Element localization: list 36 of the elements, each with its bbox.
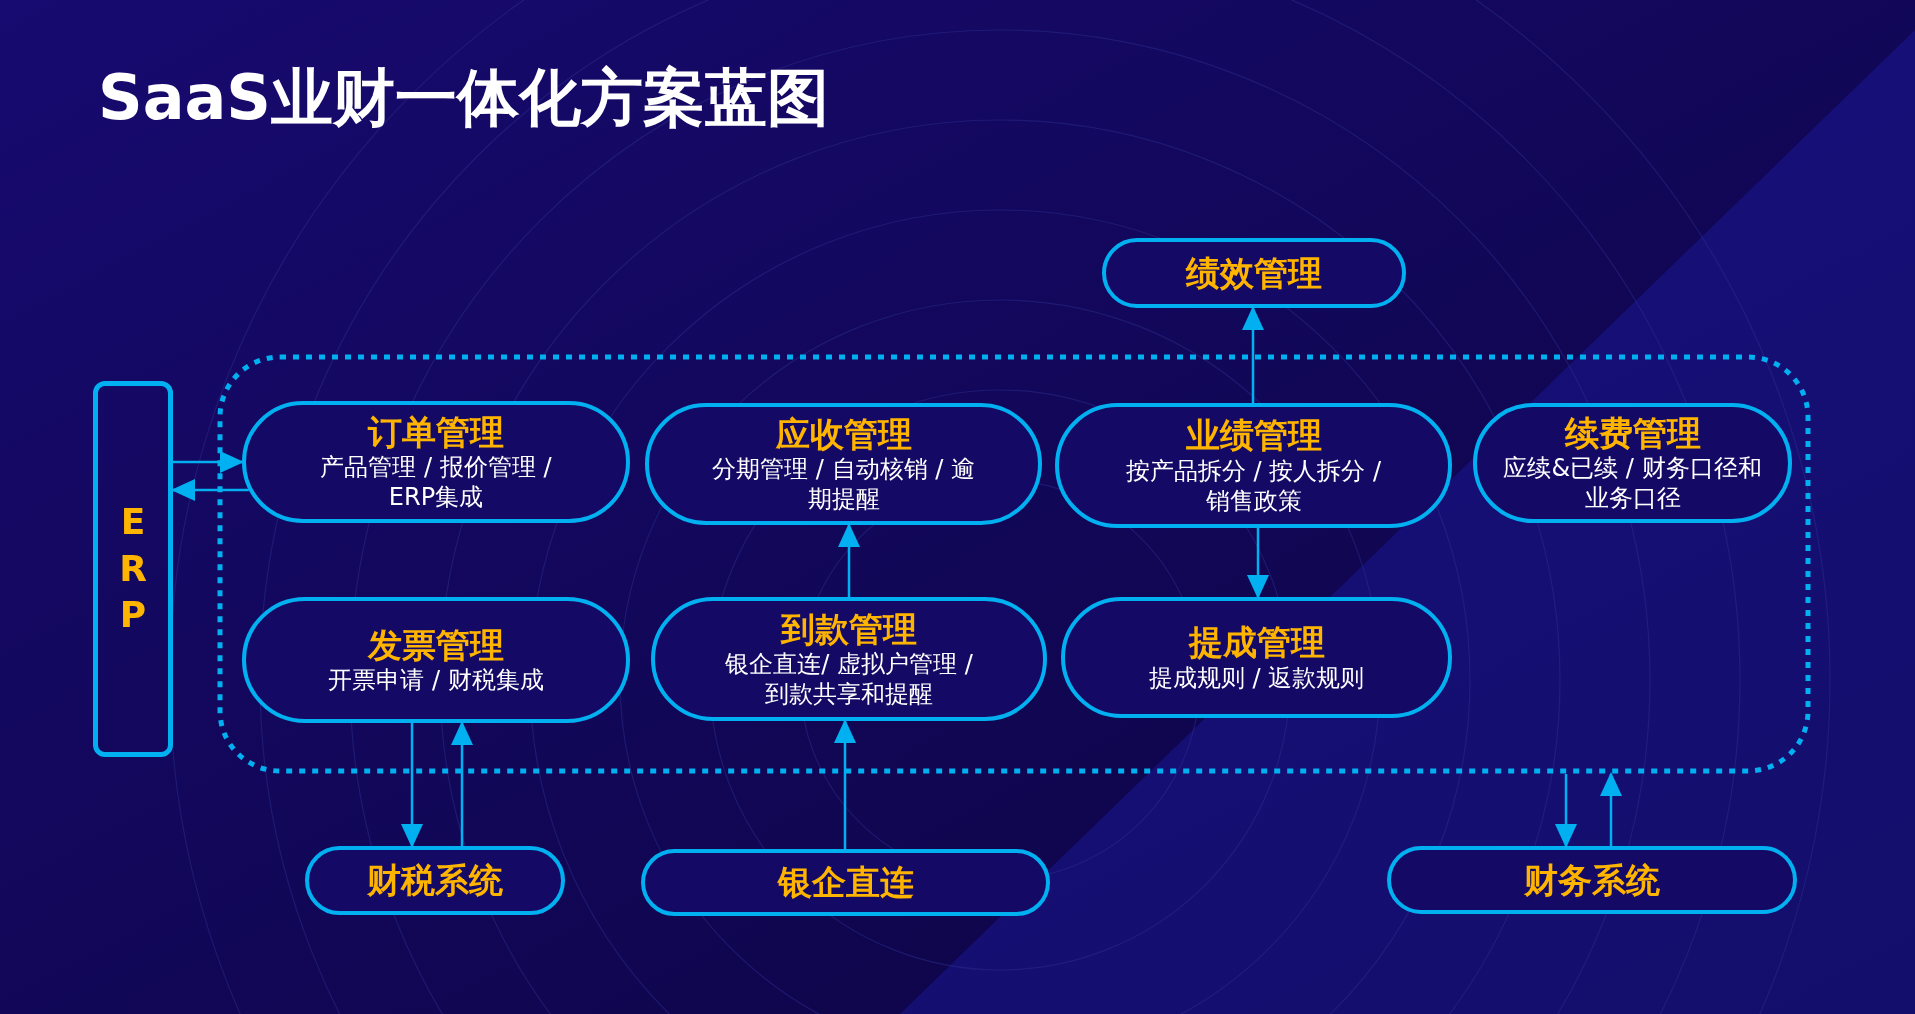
module-description: 银企直连/ 虚拟户管理 / 到款共享和提醒 <box>724 649 974 710</box>
system-pill <box>305 846 565 915</box>
module-description: 产品管理 / 报价管理 / ERP集成 <box>319 452 553 513</box>
module-title: 财税系统 <box>367 860 503 901</box>
module-title: 银企直连 <box>777 862 914 903</box>
module-title: 绩效管理 <box>1186 252 1322 294</box>
arrow <box>834 719 856 849</box>
arrow <box>1242 306 1264 403</box>
module-description: 按产品拆分 / 按人拆分 / 销售政策 <box>1124 455 1383 516</box>
module-description: 提成规则 / 返款规则 <box>1147 662 1366 693</box>
module-description: 应续&已续 / 财务口径和业务口径 <box>1502 453 1763 514</box>
module-title: 业绩管理 <box>1185 415 1322 456</box>
arrow <box>171 479 249 501</box>
module-title: 到款管理 <box>781 608 917 650</box>
dotted-frame <box>217 354 1811 774</box>
system-pill <box>1102 238 1406 308</box>
arrow <box>838 523 860 597</box>
module-description: 分期管理 / 自动核销 / 逾期提醒 <box>711 454 976 515</box>
title: SaaS业财一体化方案蓝图 <box>98 60 829 136</box>
module-title: 发票管理 <box>368 624 504 666</box>
arrow <box>1555 774 1577 848</box>
system-box <box>93 381 173 757</box>
module-title: 订单管理 <box>368 411 504 453</box>
arrow <box>451 721 473 846</box>
arrow <box>401 723 423 848</box>
module-title: 应收管理 <box>775 413 912 455</box>
module-title: 续费管理 <box>1564 412 1701 454</box>
module-pill <box>1473 403 1792 523</box>
arrow <box>1247 528 1269 599</box>
module-description: 开票申请 / 财税集成 <box>327 665 545 696</box>
module-title: 提成管理 <box>1188 622 1325 663</box>
module-title: ERP <box>118 499 148 638</box>
arrow <box>1600 772 1622 846</box>
module-title: 财务系统 <box>1524 859 1660 901</box>
arrow <box>173 451 244 473</box>
system-pill <box>1387 846 1797 914</box>
